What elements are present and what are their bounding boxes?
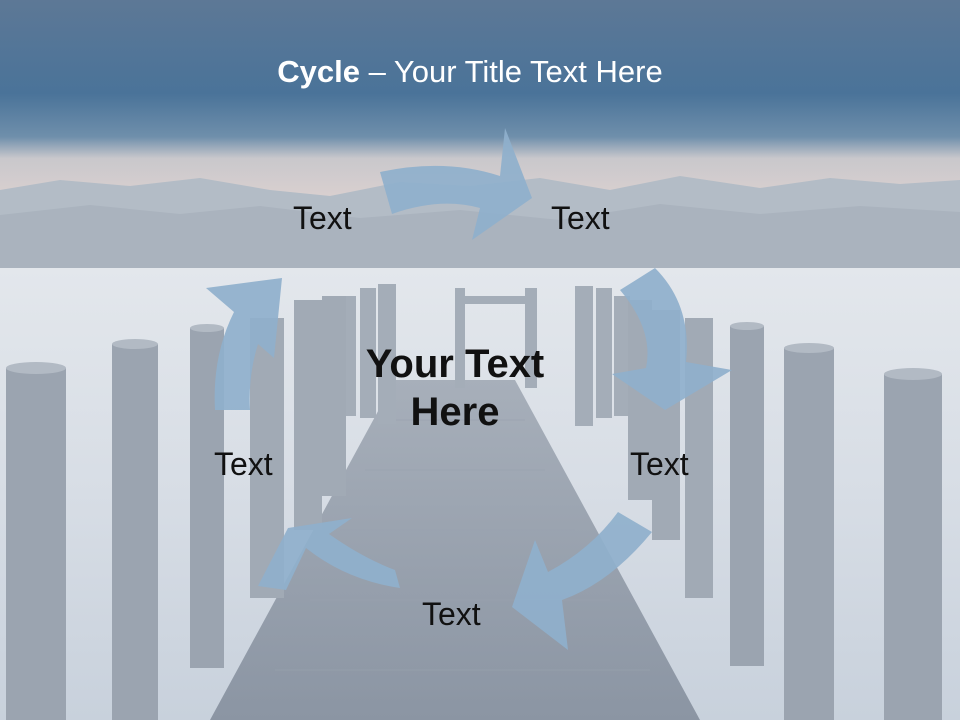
center-text-line-2: Here [410,390,500,434]
title-bold: Cycle [277,54,360,89]
cycle-arrow-left [206,278,282,410]
cycle-arrow-top [380,128,532,240]
title-rest: – Your Title Text Here [360,54,663,89]
cycle-node-label: Text [422,596,481,632]
cycle-arrow-lower-right [512,512,652,650]
cycle-arrow-upper-right [612,268,732,410]
slide-title: Cycle – Your Title Text Here [0,54,940,90]
cycle-node-label: Text [630,446,689,482]
center-text-line-1: Your Text [365,342,545,386]
center-text: Your Text Here [330,340,580,436]
cycle-node-label: Text [293,200,352,236]
cycle-node-label: Text [551,200,610,236]
cycle-arrow-lower-left [258,518,400,590]
cycle-node-label: Text [214,446,273,482]
